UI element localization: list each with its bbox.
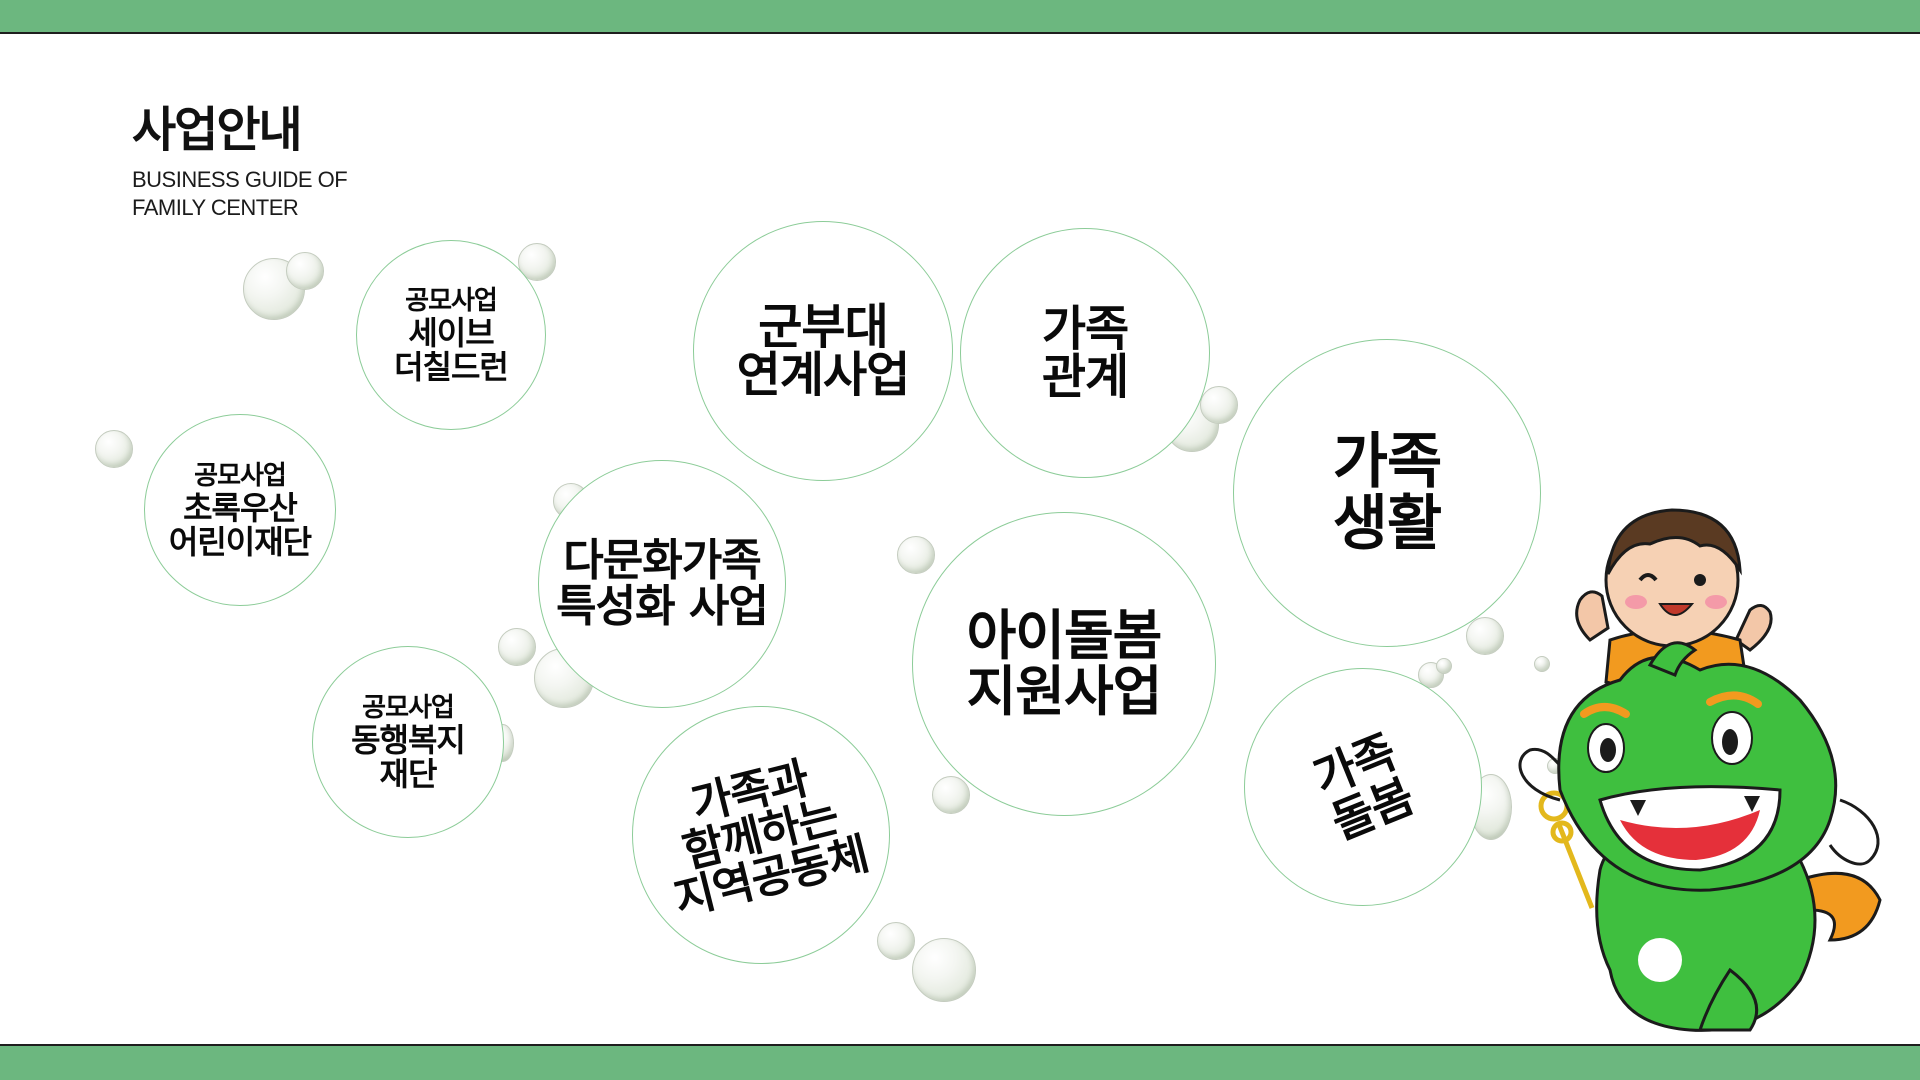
bubble	[897, 536, 935, 574]
child-left-eye	[1638, 573, 1658, 582]
circle-label: 공모사업	[362, 693, 455, 723]
circle-childcare-support[interactable]: 아이돌봄 지원사업	[912, 512, 1216, 816]
bubble	[1466, 617, 1504, 655]
bottom-band	[0, 1044, 1920, 1080]
child-left-arm	[1575, 590, 1610, 642]
subtitle-line-1: BUSINESS GUIDE OF	[132, 167, 348, 192]
circle-label: 연계사업	[736, 347, 911, 403]
circle-label: 군부대	[758, 299, 888, 355]
bubble	[498, 628, 536, 666]
dragon-left-pupil	[1600, 738, 1616, 762]
circle-label: 가족	[1041, 301, 1129, 357]
circle-family-life[interactable]: 가족 생활	[1233, 339, 1541, 647]
bubble	[95, 430, 133, 468]
dragon-right-pupil	[1722, 729, 1738, 755]
circle-label: 지원사업	[966, 660, 1163, 723]
child-hair	[1606, 508, 1742, 576]
dragon-leg	[1697, 967, 1759, 1032]
circle-military-linked[interactable]: 군부대 연계사업	[693, 221, 953, 481]
dragon-horn	[1647, 641, 1698, 677]
circle-label: 관계	[1041, 349, 1129, 405]
dragon-tooth-left	[1630, 800, 1646, 816]
mascot-icon	[1518, 508, 1882, 1032]
top-band	[0, 0, 1920, 34]
dragon-tooth-right	[1744, 796, 1760, 812]
child-blush-right	[1705, 595, 1727, 609]
circle-label: 더칠드런	[394, 348, 509, 386]
circle-label: 공모사업	[405, 286, 498, 316]
circle-label: 가족	[1332, 427, 1442, 497]
page-title: 사업안내	[132, 102, 303, 158]
circle-community[interactable]: 가족과 함께하는 지역공동체	[632, 706, 890, 964]
dragon-right-brow	[1706, 691, 1762, 708]
child-right-eye	[1694, 574, 1706, 586]
bubble	[877, 922, 915, 960]
child-blush-left	[1625, 595, 1647, 609]
dragon-tongue	[1620, 810, 1760, 860]
circle-label: 아이돌봄	[966, 604, 1163, 667]
circle-donghaeng-welfare[interactable]: 공모사업 동행복지 재단	[312, 646, 504, 838]
circle-save-the-children[interactable]: 공모사업 세이브 더칠드런	[356, 240, 546, 430]
circle-label: 공모사업	[194, 461, 287, 491]
circle-label: 세이브	[408, 314, 494, 352]
circle-rotated-text: 가족 돌봄	[1306, 724, 1421, 850]
subtitle-line-2: FAMILY CENTER	[132, 195, 299, 220]
bubble	[912, 938, 976, 1002]
circle-label: 재단	[379, 755, 438, 793]
page-subtitle: BUSINESS GUIDE OF FAMILY CENTER	[132, 166, 348, 222]
bubble	[1534, 656, 1550, 672]
bubble	[286, 252, 324, 290]
circle-family-care[interactable]: 가족 돌봄	[1244, 668, 1482, 906]
bubble	[932, 776, 970, 814]
dragon-belly-spot	[1638, 938, 1682, 982]
circle-family-relations[interactable]: 가족 관계	[960, 228, 1210, 478]
circle-multicultural-family[interactable]: 다문화가족 특성화 사업	[538, 460, 786, 708]
circle-green-umbrella[interactable]: 공모사업 초록우산 어린이재단	[144, 414, 336, 606]
child-mouth	[1658, 603, 1695, 616]
bubble	[1436, 658, 1452, 674]
circle-label: 어린이재단	[168, 523, 312, 561]
circle-label: 다문화가족	[563, 535, 761, 586]
whisker-right	[1828, 798, 1880, 866]
bubble	[1200, 386, 1238, 424]
dragon-left-brow	[1580, 703, 1630, 718]
wand-stick	[1555, 821, 1595, 909]
circle-rotated-text: 가족과 함께하는 지역공동체	[649, 747, 874, 926]
circle-label: 특성화 사업	[556, 581, 769, 632]
circle-label: 생활	[1332, 489, 1442, 559]
child-right-arm	[1734, 604, 1773, 652]
wand-ring-small	[1550, 820, 1574, 844]
circle-label: 동행복지	[351, 721, 466, 759]
dragon-tail	[1798, 871, 1882, 942]
page-heading: 사업안내 BUSINESS GUIDE OF FAMILY CENTER	[132, 102, 348, 222]
circle-label: 초록우산	[183, 489, 298, 527]
